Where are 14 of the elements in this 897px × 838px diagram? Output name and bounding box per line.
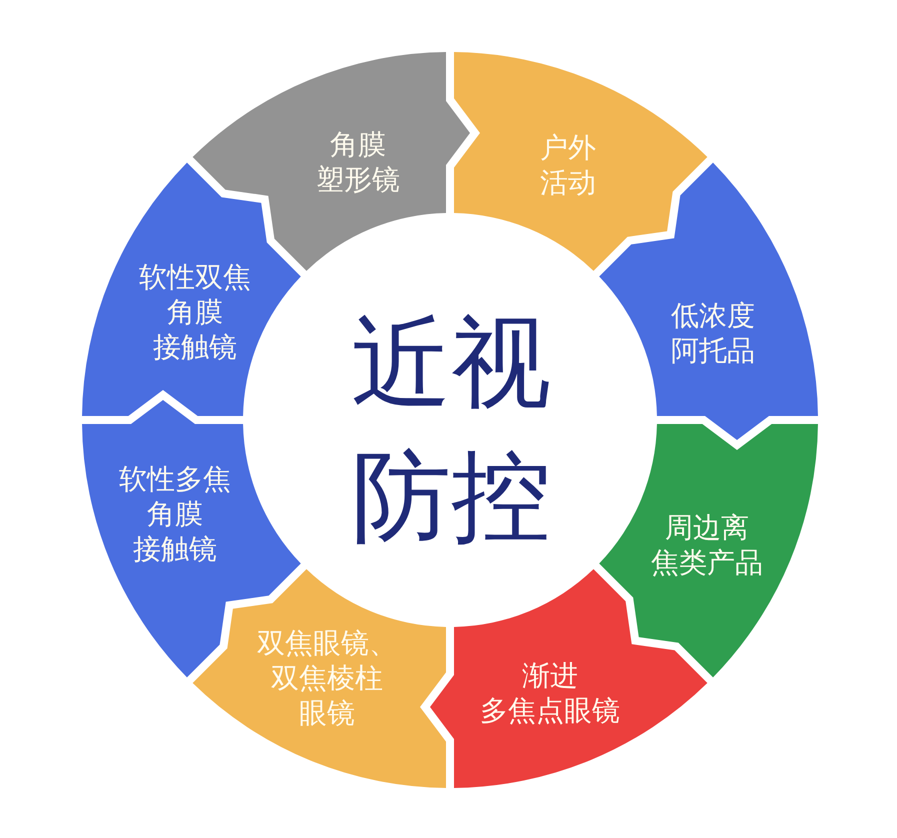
segment-label: 角膜塑形镜	[316, 127, 400, 197]
ring-segment	[599, 423, 818, 678]
center-title: 近视防控	[351, 296, 551, 564]
segment-label: 软性双焦角膜接触镜	[139, 260, 251, 364]
segment-label: 户外活动	[540, 130, 596, 200]
ring-segment	[454, 52, 708, 271]
segment-label: 渐进多焦点眼镜	[480, 658, 620, 728]
segment-label: 低浓度阿托品	[671, 298, 755, 368]
ring-segment	[599, 162, 818, 440]
ring-segment	[82, 162, 301, 417]
ring-segment	[192, 569, 447, 788]
segment-label: 软性多焦角膜接触镜	[119, 462, 231, 566]
segment-label: 双焦眼镜、双焦棱柱眼镜	[257, 626, 397, 730]
segment-label: 周边离焦类产品	[651, 510, 763, 580]
